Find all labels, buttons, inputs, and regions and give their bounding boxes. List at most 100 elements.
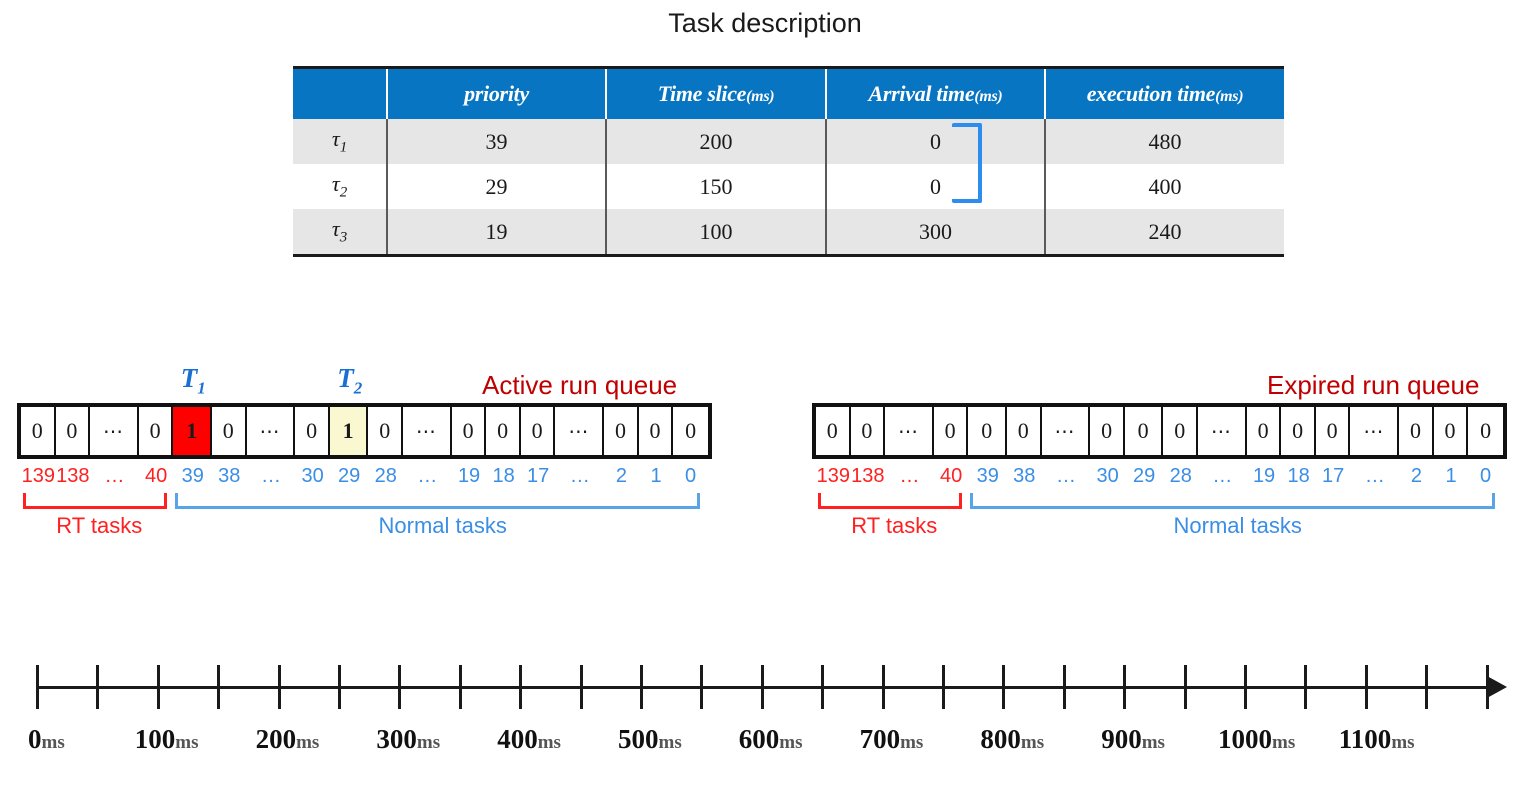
axis-tick xyxy=(1364,665,1368,709)
expired-queue-cell[interactable]: 0 xyxy=(1399,407,1434,455)
expired-queue-cell[interactable]: ⋯ xyxy=(1041,407,1091,455)
active-priority-index: … xyxy=(569,465,590,487)
expired-queue-cell[interactable]: ⋯ xyxy=(885,407,934,455)
axis-tick xyxy=(156,665,160,709)
active-queue-cell[interactable]: 0 xyxy=(138,407,174,455)
cell-priority: 19 xyxy=(387,209,607,256)
cell-task-name: τ3 xyxy=(293,209,388,256)
active-queue-cell[interactable]: 0 xyxy=(520,407,556,455)
page-title: Task description xyxy=(668,8,862,38)
axis-tick xyxy=(338,665,341,709)
axis-tick xyxy=(760,665,764,709)
axis-arrow-icon xyxy=(1487,676,1507,698)
expired-queue-cell[interactable]: 0 xyxy=(1468,407,1503,455)
expired-priority-index: 18 xyxy=(1287,465,1310,487)
cell-priority: 29 xyxy=(387,164,607,209)
active-priority-index: 0 xyxy=(685,465,697,487)
axis-tick-label: 300ms xyxy=(376,724,441,754)
expired-queue-cell[interactable]: 0 xyxy=(816,407,851,455)
table-row: τ3 19 100 300 240 xyxy=(293,209,1284,256)
expired-priority-index: 19 xyxy=(1252,465,1276,487)
active-rt-tasks-label: RT tasks xyxy=(56,513,143,538)
expired-queue-cell[interactable]: 0 xyxy=(968,407,1008,455)
cell-arrival-time: 0 xyxy=(826,119,1046,164)
active-priority-index: 30 xyxy=(301,465,324,487)
expired-priority-index: 28 xyxy=(1169,465,1192,487)
axis-tick xyxy=(1183,665,1187,709)
axis-tick-label: 0ms xyxy=(28,724,65,754)
expired-priority-index: … xyxy=(899,465,920,487)
axis-tick xyxy=(1304,665,1308,709)
axis-tick xyxy=(217,665,221,709)
active-queue-cell[interactable]: ⋯ xyxy=(555,407,605,455)
active-queue-cell[interactable]: ⋯ xyxy=(90,407,139,455)
expired-queue-cell[interactable]: 0 xyxy=(850,407,886,455)
expired-rt-tasks-bracket xyxy=(818,493,963,509)
active-priority-index: 19 xyxy=(457,465,481,487)
active-queue-cell[interactable]: 0 xyxy=(673,407,708,455)
cell-task-name: τ1 xyxy=(293,119,388,164)
expired-priority-index: 17 xyxy=(1322,465,1345,487)
active-priority-index: 29 xyxy=(338,465,361,487)
axis-tick xyxy=(1123,665,1127,709)
expired-queue-cell[interactable]: 0 xyxy=(933,407,969,455)
active-queue-cell[interactable]: 0 xyxy=(212,407,247,455)
active-queue-cell[interactable]: ⋯ xyxy=(246,407,296,455)
column-header-blank xyxy=(293,67,388,119)
active-queue-cell[interactable]: 0 xyxy=(604,407,639,455)
active-normal-tasks-label: Normal tasks xyxy=(378,513,507,538)
expired-priority-index: 38 xyxy=(1013,465,1036,487)
table-header-row: priority Time slice(ms) Arrival time(ms)… xyxy=(293,67,1284,119)
active-queue-cell[interactable]: 0 xyxy=(486,407,521,455)
expired-queue-cell[interactable]: 0 xyxy=(1163,407,1199,455)
active-run-queue-title: Active run queue xyxy=(482,370,678,400)
column-header-time-slice: Time slice(ms) xyxy=(606,67,827,119)
axis-tick xyxy=(942,665,945,709)
expired-priority-index: 40 xyxy=(940,465,963,487)
expired-queue-cell[interactable]: 0 xyxy=(1433,407,1469,455)
active-queue-cell[interactable]: 1 xyxy=(329,407,369,455)
axis-tick-label: 900ms xyxy=(1101,724,1165,754)
table-row: τ1 39 200 0 480 xyxy=(293,119,1284,164)
expired-queue-cell[interactable]: ⋯ xyxy=(1350,407,1400,455)
task-marker-T1: T1 xyxy=(180,363,206,398)
expired-queue-cell[interactable]: 0 xyxy=(1090,407,1125,455)
active-queue-cell[interactable]: 0 xyxy=(55,407,91,455)
active-queue-cell[interactable]: ⋯ xyxy=(403,407,452,455)
axis-tick xyxy=(821,665,825,709)
expired-priority-index: … xyxy=(1364,465,1385,487)
expired-queue-cell[interactable]: 0 xyxy=(1281,407,1316,455)
arrival-time-grouping-bracket-annotation xyxy=(952,123,982,203)
active-priority-index: 139 xyxy=(21,465,55,487)
expired-queue-cell[interactable]: 0 xyxy=(1124,407,1164,455)
expired-priority-index: 39 xyxy=(976,465,999,487)
expired-queue-cell[interactable]: ⋯ xyxy=(1198,407,1247,455)
task-marker-T2: T2 xyxy=(337,363,363,398)
active-queue-cell[interactable]: 0 xyxy=(21,407,56,455)
expired-priority-index: 2 xyxy=(1410,465,1423,487)
axis-tick-label: 1100ms xyxy=(1338,724,1415,754)
expired-normal-tasks-label: Normal tasks xyxy=(1173,513,1302,538)
axis-tick xyxy=(1244,665,1247,709)
expired-run-queue-title: Expired run queue xyxy=(1267,370,1480,400)
active-queue-cell[interactable]: 0 xyxy=(451,407,487,455)
expired-queue-cell[interactable]: 0 xyxy=(1315,407,1351,455)
axis-tick-label: 800ms xyxy=(980,724,1045,754)
active-queue-cell[interactable]: 1 xyxy=(173,407,213,455)
column-header-time-slice-text: Time slice(ms) xyxy=(657,81,775,106)
expired-queue-cell[interactable]: 0 xyxy=(1007,407,1042,455)
active-queue-cell[interactable]: 0 xyxy=(295,407,330,455)
active-priority-index: … xyxy=(260,465,281,487)
axis-tick-label: 200ms xyxy=(255,724,320,754)
expired-rt-tasks-label: RT tasks xyxy=(851,513,938,538)
expired-queue-cell[interactable]: 0 xyxy=(1246,407,1282,455)
axis-tick-label: 500ms xyxy=(618,724,682,754)
active-queue-cell[interactable]: 0 xyxy=(368,407,404,455)
cell-arrival-time: 300 xyxy=(826,209,1046,256)
active-queue-cell[interactable]: 0 xyxy=(638,407,674,455)
column-header-priority: priority xyxy=(387,67,607,119)
